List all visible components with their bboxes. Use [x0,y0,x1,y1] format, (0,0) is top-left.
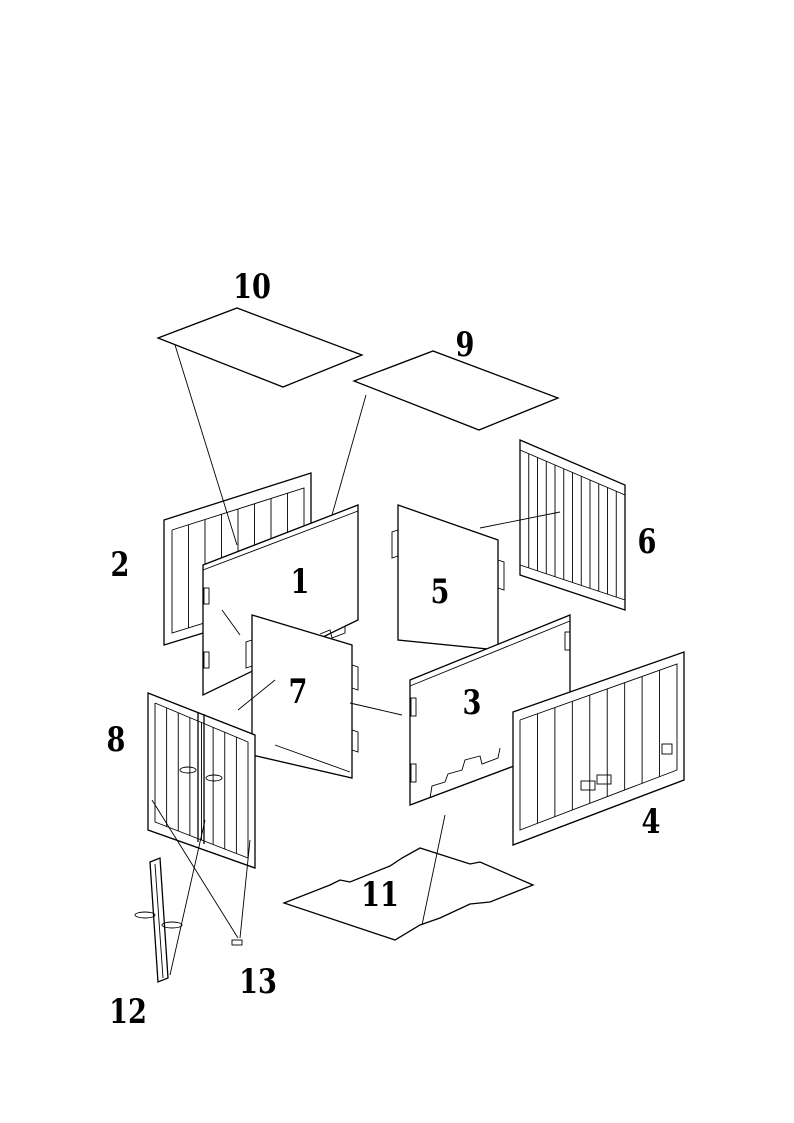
label-3: 3 [462,683,482,723]
label-10: 10 [233,267,271,307]
label-13: 13 [239,962,277,1002]
label-1: 1 [290,562,310,602]
part-6-end-wall [519,439,626,611]
label-5: 5 [430,572,450,612]
part-11-floor [282,847,535,941]
label-8: 8 [106,720,126,760]
part-13-hinge [231,939,243,946]
leader-lines [151,344,561,976]
label-2: 2 [110,545,130,585]
part-10-roof [156,307,364,388]
part-8-doors [147,692,256,869]
part-12-locking-bar [134,857,183,983]
part-9-roof [352,350,560,431]
part-4-side-wall [512,651,685,846]
part-7-panel [245,614,359,779]
label-11: 11 [361,875,399,915]
part-1-panel [202,504,359,697]
label-6: 6 [637,522,657,562]
label-4: 4 [641,802,661,842]
label-7: 7 [288,672,308,712]
label-9: 9 [455,325,475,365]
label-12: 12 [109,992,147,1032]
